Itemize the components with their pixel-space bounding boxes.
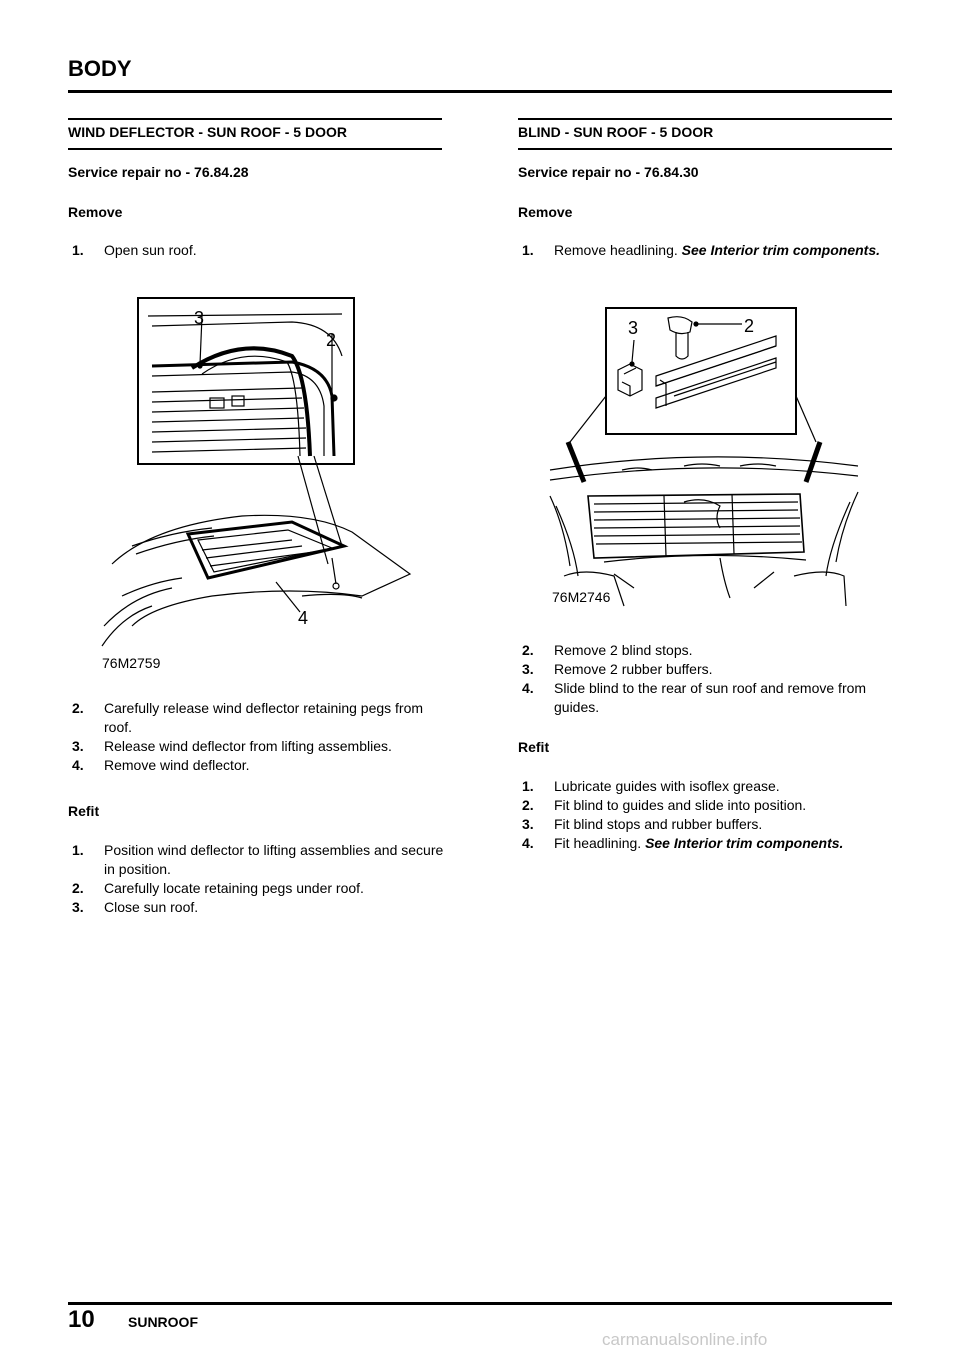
step-item: 2. Remove 2 blind stops. [518,641,892,660]
step-text: Carefully release wind deflector retaini… [104,700,424,735]
step-item: 2. Carefully locate retaining pegs under … [68,879,448,898]
step-text: Fit headlining. [554,835,642,851]
page-header-title: BODY [68,56,132,81]
step-number: 2. [522,642,534,658]
step-text: Open sun roof. [104,242,197,258]
step-number: 2. [72,700,84,716]
step-text: Carefully locate retaining pegs under ro… [104,880,364,896]
figure-code: 76M2759 [102,655,161,671]
left-service-number: Service repair no - 76.84.28 [68,164,249,180]
callout-4: 4 [298,608,308,628]
sunroof-blind-illustration: 3 2 76M2746 [549,307,859,607]
right-section-rule-top [518,118,892,120]
page-number: 10 [68,1306,95,1333]
callout-2: 2 [744,316,754,336]
step-text: Close sun roof. [104,899,199,915]
callout-2: 2 [326,330,336,350]
step-number: 1. [72,842,84,858]
left-section-title: WIND DEFLECTOR - SUN ROOF - 5 DOOR [68,124,347,140]
footer-section-name: SUNROOF [128,1314,198,1330]
step-item: 3. Close sun roof. [68,898,448,917]
right-refit-steps: 1.Lubricate guides with isoflex grease. … [518,777,892,853]
step-number: 3. [72,738,84,754]
step-number: 4. [72,757,84,773]
step-item: 1. Lubricate guides with isoflex grease. [518,777,892,796]
step-text: Remove 2 blind stops. [554,642,693,658]
cross-reference: See Interior trim components. [681,242,881,258]
figure-code: 76M2746 [552,589,611,605]
callout-3: 3 [628,318,638,338]
step-number: 1. [72,242,84,258]
step-text: Fit blind stops and rubber buffers. [554,816,763,832]
step-text: Fit blind to guides and slide into posit… [554,797,807,813]
right-section-rule-bottom [518,148,892,150]
step-text: Remove 2 rubber buffers. [554,661,713,677]
step-item: 4. Slide blind to the rear of sun roof an… [518,679,892,717]
step-text: Remove headlining. [554,242,678,258]
step-item: 4. Remove wind deflector. [68,756,448,775]
cross-reference: See Interior trim components. [645,835,844,851]
step-text: Release wind deflector from lifting asse… [104,738,392,754]
left-remove-steps-b: 2. Carefully release wind deflector retai… [68,699,448,775]
left-refit-steps: 1. Position wind deflector to lifting ass… [68,841,448,917]
watermark: carmanualsonline.info [602,1330,768,1349]
step-item: 1. Open sun roof. [68,241,448,260]
right-section-title: BLIND - SUN ROOF - 5 DOOR [518,124,714,140]
right-remove-heading: Remove [518,204,573,220]
step-number: 2. [72,880,84,896]
right-remove-steps: 2. Remove 2 blind stops. 3. Remove 2 rubbe… [518,641,892,717]
header-rule [68,90,892,93]
step-item: 1. Position wind deflector to lifting ass… [68,841,448,879]
step-item: 3. Release wind deflector from lifting as… [68,737,448,756]
step-item: 4. Fit headlining. See Interior trim comp… [518,834,892,853]
callout-3: 3 [194,308,204,328]
left-section-rule-bottom [68,148,442,150]
step-text: Lubricate guides with isoflex grease. [554,778,780,794]
left-remove-steps-a: 1. Open sun roof. [68,241,448,260]
wind-deflector-illustration: 3 2 4 76M2759 [101,297,412,671]
step-number: 3. [522,816,534,832]
step-text: Position wind deflector to lifting assem… [104,842,444,877]
step-text: Slide blind to the rear of sun roof and … [554,680,867,715]
step-number: 3. [522,661,534,677]
step-number: 4. [522,835,534,851]
left-section-rule-top [68,118,442,120]
right-service-number: Service repair no - 76.84.30 [518,164,699,180]
step-item: 3. Remove 2 rubber buffers. [518,660,892,679]
step-number: 1. [522,778,534,794]
right-remove-step-1: 1. Remove headlining. See Interior trim c… [518,241,892,260]
left-refit-heading: Refit [68,803,100,819]
step-number: 3. [72,899,84,915]
step-number: 4. [522,680,534,696]
step-number: 2. [522,797,534,813]
left-remove-heading: Remove [68,204,123,220]
step-item: 1. Remove headlining. See Interior trim c… [518,241,892,260]
step-text: Remove wind deflector. [104,757,250,773]
step-item: 3. Fit blind stops and rubber buffers. [518,815,892,834]
right-refit-heading: Refit [518,739,550,755]
step-item: 2. Fit blind to guides and slide into pos… [518,796,892,815]
step-number: 1. [522,242,534,258]
step-item: 2. Carefully release wind deflector retai… [68,699,448,737]
footer-rule [68,1302,892,1305]
